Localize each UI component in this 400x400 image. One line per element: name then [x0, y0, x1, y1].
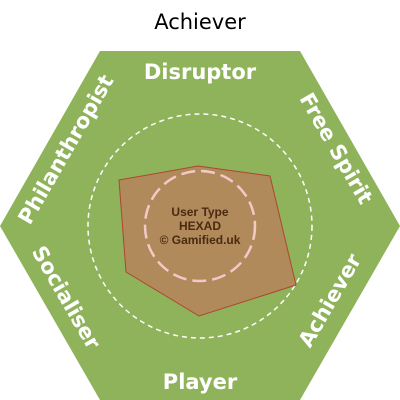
center-text-hexad: HEXAD [179, 219, 221, 233]
page-title: Achiever [154, 10, 246, 34]
label-player: Player [163, 370, 238, 394]
center-text-copyright: © Gamified.uk [160, 233, 241, 247]
inner-dashed-circle [143, 169, 257, 283]
user-profile-shape [118, 165, 297, 317]
label-disruptor: Disruptor [144, 60, 257, 84]
center-text-user-type: User Type [171, 205, 228, 219]
outer-dashed-circle [87, 113, 313, 339]
